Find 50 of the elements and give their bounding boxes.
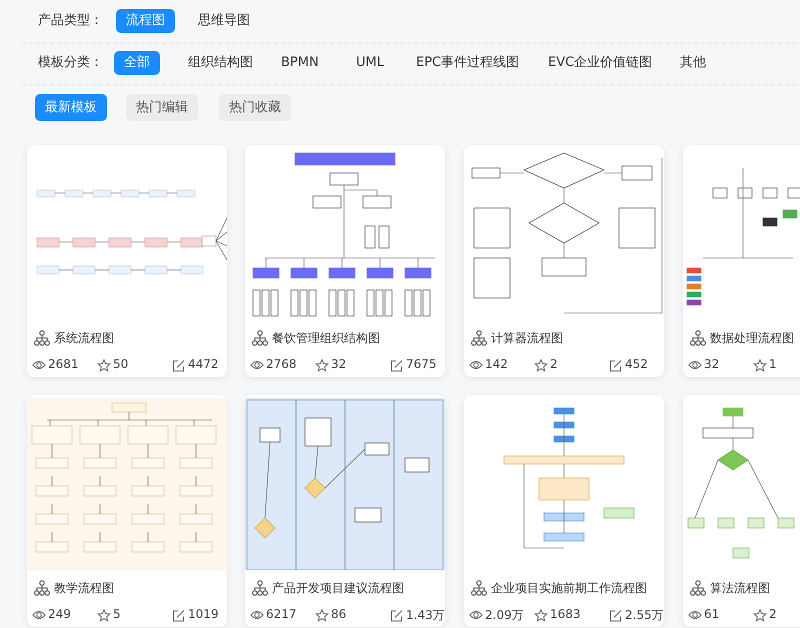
filter-button: 流程图 (116, 9, 175, 33)
view-count: 32 (704, 357, 720, 371)
edit-count: 7675 (406, 357, 437, 371)
edit-count: 1.43万 (406, 607, 445, 624)
filter-option: 其他 (680, 51, 706, 75)
view-count: 6217 (266, 607, 297, 621)
card-title: 系统流程图 (54, 330, 114, 347)
filter-button: 最新模板 (35, 94, 107, 121)
favorite-count: 50 (113, 357, 128, 371)
template-card (464, 145, 664, 377)
view-count: 249 (48, 607, 71, 621)
filter-option: EPC事件过程线图 (416, 51, 520, 75)
edit-count: 4472 (188, 357, 219, 371)
view-count: 2768 (266, 357, 297, 371)
favorite-count: 32 (331, 357, 346, 371)
view-count: 2681 (48, 357, 79, 371)
template-card (245, 145, 445, 377)
card-title: 企业项目实施前期工作流程图 (491, 580, 647, 597)
edit-count: 2.55万 (625, 607, 664, 624)
template-card (245, 395, 445, 627)
template-card (464, 395, 664, 627)
filter-option: UML (356, 51, 384, 75)
card-title: 算法流程图 (710, 580, 770, 597)
card-title: 计算器流程图 (491, 330, 563, 347)
filter-button: 热门收藏 (219, 94, 291, 121)
card-title: 餐饮管理组织结构图 (272, 330, 380, 347)
filter-option: 思维导图 (198, 9, 250, 33)
view-count: 61 (704, 607, 720, 621)
filter-option: 组织结构图 (188, 51, 253, 75)
filter-label: 产品类型： (38, 12, 103, 30)
edit-count: 1019 (188, 607, 219, 621)
filter-option: BPMN (281, 51, 319, 75)
view-count: 2.09万 (485, 607, 524, 624)
template-card (27, 145, 227, 377)
filter-button: 全部 (114, 51, 160, 75)
favorite-count: 86 (331, 607, 346, 621)
favorite-count: 2 (550, 357, 558, 371)
favorite-count: 5 (113, 607, 121, 621)
template-card (27, 395, 227, 627)
edit-count: 452 (625, 357, 648, 371)
favorite-count: 2 (769, 607, 777, 621)
view-count: 142 (485, 357, 508, 371)
favorite-count: 1683 (550, 607, 581, 621)
card-title: 产品开发项目建议流程图 (272, 580, 404, 597)
filter-button: 热门编辑 (126, 94, 198, 121)
favorite-count: 1 (769, 357, 777, 371)
filter-option: EVC企业价值链图 (548, 51, 652, 75)
card-title: 教学流程图 (54, 580, 114, 597)
filter-label: 模板分类： (38, 54, 103, 72)
card-title: 数据处理流程图 (710, 330, 794, 347)
